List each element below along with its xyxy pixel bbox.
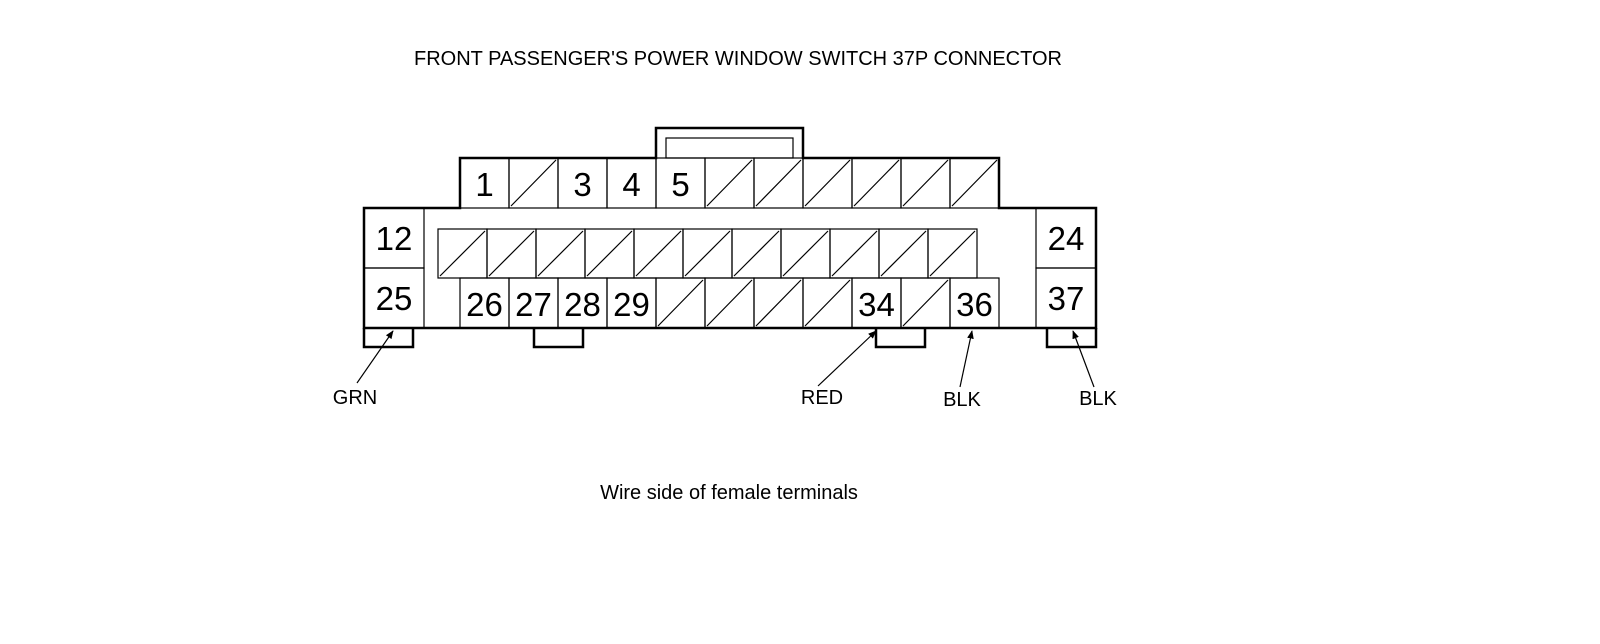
- pin-cell: [949, 277, 1000, 329]
- unused-pin-slash: [880, 230, 927, 277]
- unused-pin-slash: [831, 230, 878, 277]
- unused-pin-slash: [755, 279, 802, 327]
- pin-label: 27: [515, 286, 552, 323]
- pin-label: 26: [466, 286, 503, 323]
- unused-pin-slash: [902, 279, 949, 327]
- unused-pin-slash: [853, 159, 900, 207]
- wire-leader-blk-37: [1072, 330, 1095, 388]
- pin-label: 4: [622, 166, 640, 203]
- pin-label: 25: [376, 280, 413, 317]
- pin-label: 29: [613, 286, 650, 323]
- housing-foot-left: [362, 328, 415, 349]
- pin-label: 36: [956, 286, 993, 323]
- unused-pin-slash: [804, 279, 851, 327]
- wire-leader-blk-36: [959, 330, 974, 388]
- pin-cell: [363, 267, 425, 329]
- unused-pin-slash: [706, 279, 753, 327]
- pin-row-middle: [437, 228, 978, 279]
- pin-label: 5: [671, 166, 689, 203]
- pin-cell: [1035, 267, 1097, 329]
- unused-pin-slash: [537, 230, 584, 277]
- unused-pin-slash: [951, 159, 998, 207]
- pin-label: 12: [376, 220, 413, 257]
- pin-cell: [949, 157, 1000, 209]
- unused-pin-slash: [586, 230, 633, 277]
- unused-pin-slash: [684, 230, 731, 277]
- unused-pin-slash: [755, 159, 802, 207]
- pin-label: 34: [858, 286, 895, 323]
- wire-leader-red: [817, 330, 877, 387]
- pin-row-bottom: 26 27 28 29 34 36: [459, 277, 1000, 329]
- unused-pin-slash: [635, 230, 682, 277]
- housing-foot-right: [1045, 328, 1098, 349]
- unused-pin-slash: [439, 230, 486, 277]
- unused-pin-slash: [929, 230, 976, 277]
- unused-pin-slash: [902, 159, 949, 207]
- wire-leader-grn: [356, 330, 394, 384]
- unused-pin-slash: [733, 230, 780, 277]
- pin-label: 37: [1048, 280, 1085, 317]
- wire-color-label: GRN: [333, 387, 377, 409]
- wire-color-label: RED: [801, 387, 843, 409]
- unused-pin-slash: [510, 159, 557, 207]
- wire-callouts: [356, 330, 1095, 388]
- unused-pin-slash: [488, 230, 535, 277]
- housing-foot-center-right: [874, 328, 927, 349]
- unused-pin-slash: [804, 159, 851, 207]
- unused-pin-slash: [657, 279, 704, 327]
- pin-label: 3: [573, 166, 591, 203]
- side-pins: 12 25 24 37: [363, 207, 1097, 329]
- pin-label: 24: [1048, 220, 1085, 257]
- locking-tab: [665, 137, 794, 159]
- diagram-caption: Wire side of female terminals: [600, 482, 858, 504]
- pin-row-top: 1 3 4 5: [459, 157, 1000, 209]
- pin-label: 28: [564, 286, 601, 323]
- housing-foot-center-left: [532, 328, 585, 349]
- unused-pin-slash: [706, 159, 753, 207]
- pin-label: 1: [475, 166, 493, 203]
- unused-pin-slash: [782, 230, 829, 277]
- wire-color-label: BLK: [943, 389, 981, 411]
- wire-color-label: BLK: [1079, 388, 1117, 410]
- diagram-title: FRONT PASSENGER'S POWER WINDOW SWITCH 37…: [414, 48, 1062, 70]
